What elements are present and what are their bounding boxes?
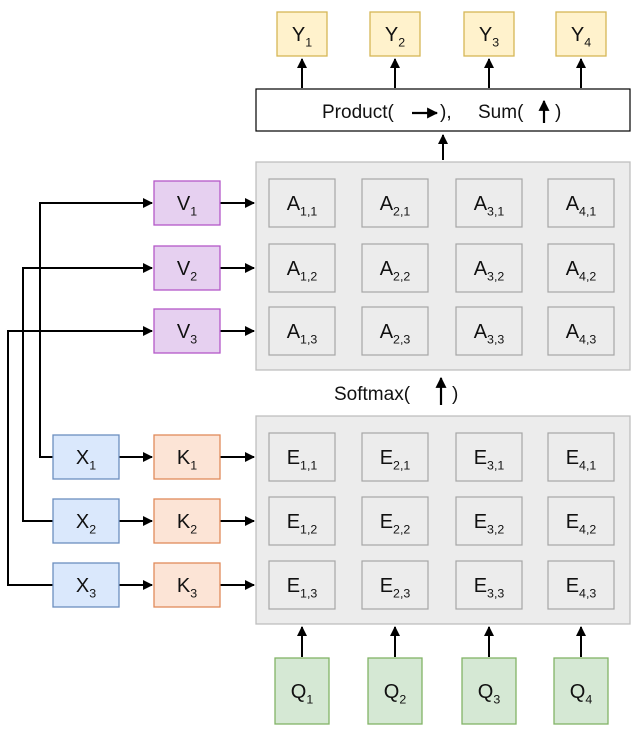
attention-cell-label: A2,1 xyxy=(380,193,411,219)
attention-cell-label: A2,3 xyxy=(380,321,411,347)
sum-close-label: ) xyxy=(555,102,561,123)
attention-cell-label: A4,3 xyxy=(566,321,597,347)
output-node-y-label: Y3 xyxy=(479,24,499,50)
input-node-x: X3 xyxy=(52,562,120,608)
query-node-q-label: Q1 xyxy=(291,681,314,707)
attention-cell-label: A3,2 xyxy=(474,258,505,284)
energy-cell: E3,2 xyxy=(455,496,523,546)
value-node-v-label: V2 xyxy=(177,258,197,284)
energy-cell-label: E3,1 xyxy=(474,447,505,473)
value-node-v: V1 xyxy=(153,180,221,226)
attention-cell: A4,1 xyxy=(547,178,615,228)
attention-cell: A3,3 xyxy=(455,306,523,356)
attention-cell: A3,2 xyxy=(455,243,523,293)
energy-cell-label: E4,3 xyxy=(566,575,597,601)
key-node-k-label: K1 xyxy=(177,447,197,473)
product-sum-box xyxy=(255,88,631,132)
value-node-v: V2 xyxy=(153,245,221,291)
energy-cell: E3,1 xyxy=(455,432,523,482)
query-node-q-label: Q3 xyxy=(478,681,501,707)
energy-cell-label: E1,1 xyxy=(287,447,318,473)
attention-cell-label: A4,2 xyxy=(566,258,597,284)
sum-label: Sum( xyxy=(478,102,524,123)
attention-cell-label: A3,3 xyxy=(474,321,505,347)
attention-cell: A2,2 xyxy=(361,243,429,293)
energy-matrix: E1,1 E2,1 E3,1 E4,1E1,2 E2,2 E3,2 E4,2E1,3 E2,3… xyxy=(255,415,631,625)
attention-cell-label: A1,3 xyxy=(287,321,318,347)
output-node-y: Y3 xyxy=(463,11,515,57)
output-node-y: Y4 xyxy=(555,11,607,57)
energy-cell: E2,2 xyxy=(361,496,429,546)
product-sum-label: Product( xyxy=(322,102,394,123)
input-node-x: X2 xyxy=(52,498,120,544)
energy-cell-label: E2,1 xyxy=(380,447,411,473)
output-node-y-label: Y2 xyxy=(385,24,405,50)
input-node-x-label: X3 xyxy=(76,575,96,601)
energy-cell: E4,1 xyxy=(547,432,615,482)
input-to-value-connector xyxy=(22,263,153,522)
input-node-x: X1 xyxy=(52,434,120,480)
input-node-x-label: X1 xyxy=(76,447,96,473)
energy-cell: E2,1 xyxy=(361,432,429,482)
connector-lines xyxy=(7,58,586,657)
attention-cell: A4,2 xyxy=(547,243,615,293)
energy-cell: E1,3 xyxy=(268,560,336,610)
energy-cell: E1,1 xyxy=(268,432,336,482)
energy-cell: E4,2 xyxy=(547,496,615,546)
query-node-q: Q1 xyxy=(274,657,330,725)
query-node-q: Q4 xyxy=(553,657,609,725)
matrix-panels: A1,1 A2,1 A3,1 A4,1A1,2 A2,2 A3,2 A4,2A1,3 A2,3… xyxy=(255,161,631,625)
attention-matrix: A1,1 A2,1 A3,1 A4,1A1,2 A2,2 A3,2 A4,2A1,3 A2,3… xyxy=(255,161,631,371)
output-node-y-label: Y4 xyxy=(571,24,591,50)
query-node-q-label: Q4 xyxy=(570,681,593,707)
attention-cell-label: A1,2 xyxy=(287,258,318,284)
attention-cell: A1,1 xyxy=(268,178,336,228)
energy-cell: E2,3 xyxy=(361,560,429,610)
energy-cell-label: E3,2 xyxy=(474,511,505,537)
key-node-k: K2 xyxy=(153,498,221,544)
key-node-k: K1 xyxy=(153,434,221,480)
query-node-q-label: Q2 xyxy=(384,681,407,707)
query-node-q: Q3 xyxy=(461,657,517,725)
softmax-close-label: ) xyxy=(452,384,458,405)
output-node-y: Y1 xyxy=(276,11,328,57)
attention-cell-label: A2,2 xyxy=(380,258,411,284)
attention-cell: A3,1 xyxy=(455,178,523,228)
key-node-k: K3 xyxy=(153,562,221,608)
input-to-value-connector xyxy=(7,326,153,586)
attention-cell-label: A3,1 xyxy=(474,193,505,219)
product-close-label: ), xyxy=(440,102,452,123)
value-node-v-label: V3 xyxy=(177,321,197,347)
attention-cell: A2,3 xyxy=(361,306,429,356)
attention-cell-label: A1,1 xyxy=(287,193,318,219)
key-node-k-label: K3 xyxy=(177,575,197,601)
attention-cell: A1,2 xyxy=(268,243,336,293)
query-node-q: Q2 xyxy=(367,657,423,725)
attention-cell: A1,3 xyxy=(268,306,336,356)
energy-cell-label: E2,2 xyxy=(380,511,411,537)
output-node-y: Y2 xyxy=(369,11,421,57)
energy-cell-label: E4,1 xyxy=(566,447,597,473)
attention-cell: A4,3 xyxy=(547,306,615,356)
attention-cell: A2,1 xyxy=(361,178,429,228)
softmax-label: Softmax( xyxy=(334,384,411,405)
energy-cell: E1,2 xyxy=(268,496,336,546)
output-node-y-label: Y1 xyxy=(292,24,312,50)
value-node-v-label: V1 xyxy=(177,193,197,219)
energy-cell-label: E1,3 xyxy=(287,575,318,601)
energy-cell-label: E4,2 xyxy=(566,511,597,537)
energy-cell-label: E3,3 xyxy=(474,575,505,601)
energy-cell: E3,3 xyxy=(455,560,523,610)
energy-cell-label: E2,3 xyxy=(380,575,411,601)
attention-cell-label: A4,1 xyxy=(566,193,597,219)
value-node-v: V3 xyxy=(153,308,221,354)
energy-cell-label: E1,2 xyxy=(287,511,318,537)
key-node-k-label: K2 xyxy=(177,511,197,537)
input-node-x-label: X2 xyxy=(76,511,96,537)
energy-cell: E4,3 xyxy=(547,560,615,610)
